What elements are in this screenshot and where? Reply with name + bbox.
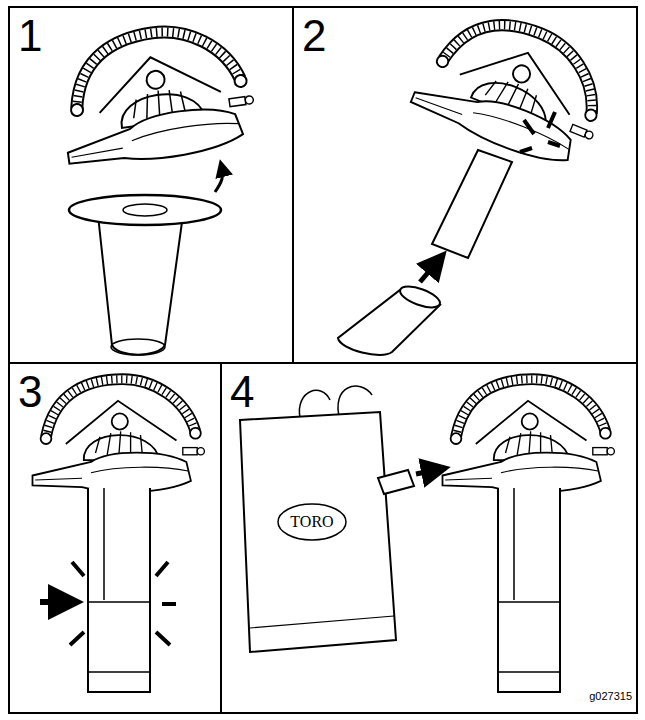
- step-number: 3: [18, 370, 42, 414]
- logo-text: TORO: [290, 514, 333, 530]
- step-number: 4: [230, 370, 254, 414]
- panel-box: 2: [292, 6, 638, 364]
- step-number: 1: [18, 14, 42, 58]
- panel-box: 4: [220, 362, 638, 714]
- step-number: 2: [302, 14, 326, 58]
- figure-code: g027315: [589, 691, 632, 702]
- panel-box: 1: [8, 6, 294, 364]
- panel-box: 3: [8, 362, 222, 714]
